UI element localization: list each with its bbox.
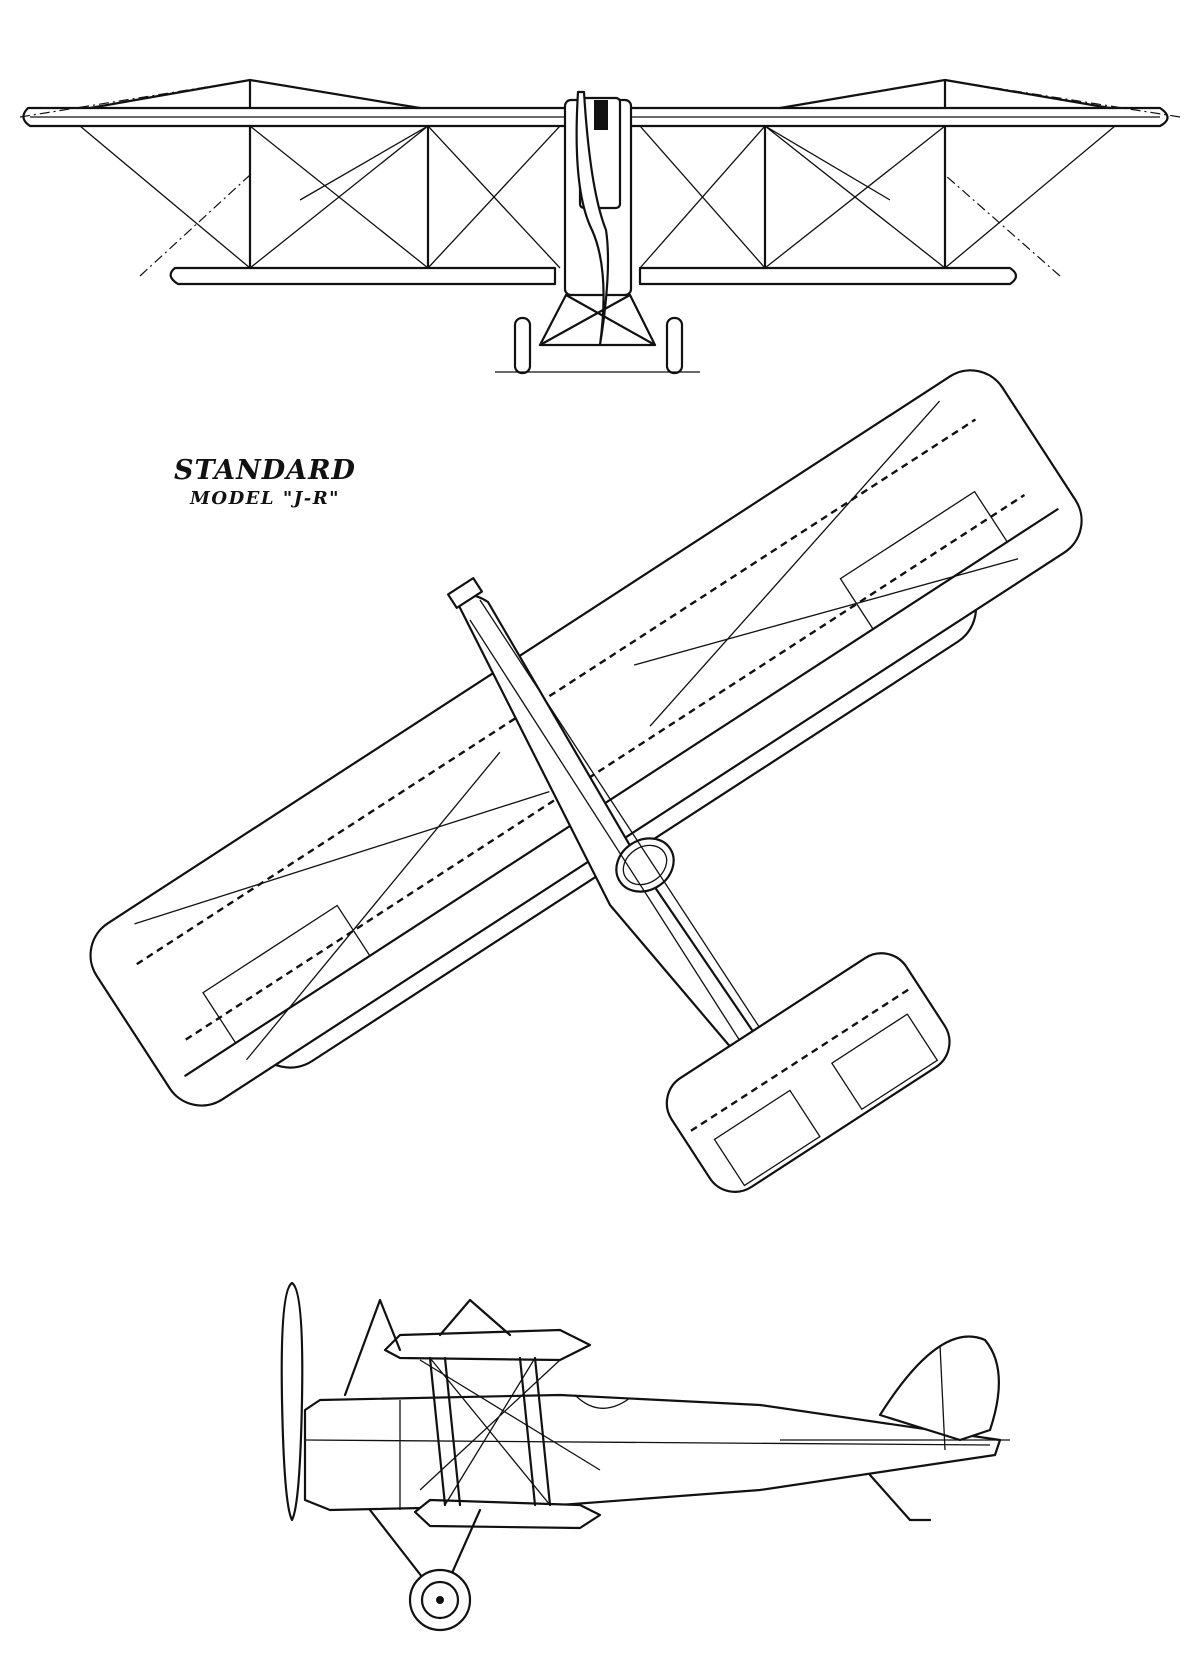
bracing-wires: [79, 125, 1116, 269]
front-view: [19, 78, 1181, 375]
aircraft-name: STANDARD: [174, 455, 356, 486]
upper-wing-side: [383, 1328, 592, 1362]
lower-wing-side: [413, 1498, 602, 1530]
right-wheel: [665, 316, 684, 375]
rear-spar: [185, 493, 1026, 1041]
left-wheel: [513, 316, 532, 375]
interplane-struts: [248, 124, 947, 270]
upper-wing: [22, 106, 1169, 128]
front-spar: [136, 418, 977, 966]
landing-gear: [538, 293, 657, 347]
upper-wing-plan: [89, 369, 1083, 1107]
cockpit-opening: [615, 837, 675, 893]
lower-wing: [169, 266, 1018, 286]
exhaust-icon: [594, 100, 608, 130]
vertical-fin: [878, 1335, 1000, 1442]
aircraft-model: MODEL "J-R": [189, 488, 341, 509]
nose-radiator: [446, 577, 484, 609]
side-struts: [428, 1356, 552, 1507]
tail-skid: [868, 1473, 932, 1522]
side-wires: [419, 1357, 601, 1506]
plan-view: [89, 369, 1083, 1193]
elevator-right: [830, 1013, 939, 1111]
elevator-left: [713, 1089, 821, 1187]
cabane: [343, 1298, 512, 1397]
side-view: [280, 1281, 1010, 1632]
propeller-side: [280, 1281, 304, 1522]
cockpit-cutout: [574, 1394, 631, 1409]
wing-king-posts: [88, 78, 1112, 110]
title-block: STANDARD MODEL "J-R": [150, 455, 380, 509]
horizontal-stabilizer: [665, 952, 951, 1193]
